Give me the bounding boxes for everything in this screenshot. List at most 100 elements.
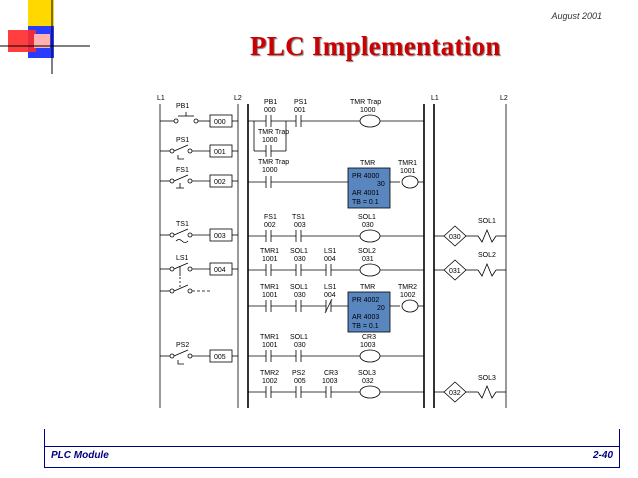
r7-coil-name: SOL3 (358, 370, 376, 377)
input-label-pb1: PB1 (176, 103, 189, 110)
r5-c3-addr: 004 (324, 292, 336, 299)
r5-pr: PR 4002 (352, 297, 379, 304)
slide-title: PLC Implementation (250, 31, 501, 61)
r7-c2-addr: 005 (294, 378, 306, 385)
input-addr-003: 003 (214, 233, 226, 240)
r2-c1-addr: 1000 (262, 167, 278, 174)
timer-box-2 (347, 291, 391, 333)
r7-c3-name: CR3 (324, 370, 338, 377)
r2-c1-name: TMR Trap (258, 159, 289, 166)
r5-coil-addr: 1002 (400, 292, 416, 299)
output-addr-031: 031 (449, 268, 461, 275)
input-addr-005: 005 (214, 354, 226, 361)
r2-coil-name: TMR1 (398, 160, 417, 167)
r2-tb: TB = 0.1 (352, 199, 379, 206)
rail-label-out-l2: L2 (500, 95, 508, 102)
r4-c3-name: LS1 (324, 248, 337, 255)
r4-coil-addr: 031 (362, 256, 374, 263)
r1-coil-addr: 1000 (360, 107, 376, 114)
r3-coil-name: SOL1 (358, 214, 376, 221)
r5-ar: AR 4003 (352, 314, 379, 321)
footer-right-tick (619, 429, 620, 447)
input-addr-002: 002 (214, 179, 226, 186)
r3-coil-addr: 030 (362, 222, 374, 229)
coil-tmr-trap (359, 114, 381, 128)
r1-c2-name: PS1 (294, 99, 307, 106)
input-label-ts1: TS1 (176, 221, 189, 228)
input-label-fs1: FS1 (176, 167, 189, 174)
input-label-ls1: LS1 (176, 255, 189, 262)
input-addr-004: 004 (214, 267, 226, 274)
r6-c2-addr: 030 (294, 342, 306, 349)
r4-c1-name: TMR1 (260, 248, 279, 255)
r5-coil-name: TMR2 (398, 284, 417, 291)
logo-pink-square (34, 34, 50, 48)
input-label-ps2: PS2 (176, 342, 189, 349)
output-addr-030: 030 (449, 234, 461, 241)
r4-c3-addr: 004 (324, 256, 336, 263)
r6-coil-addr: 1003 (360, 342, 376, 349)
r2-box-name: TMR (360, 160, 375, 167)
r2-ar: AR 4001 (352, 190, 379, 197)
r3-c2-addr: 003 (294, 222, 306, 229)
r5-c1-addr: 1001 (262, 292, 278, 299)
r4-c2-addr: 030 (294, 256, 306, 263)
footer-module: PLC Module (51, 450, 109, 461)
r5-c3-name: LS1 (324, 284, 337, 291)
footer-page-number: 2-40 (592, 450, 613, 461)
coil-sol1 (359, 229, 381, 243)
input-addr-001: 001 (214, 149, 226, 156)
r1-c1-name: PB1 (264, 99, 277, 106)
r4-c2-name: SOL1 (290, 248, 308, 255)
r3-c1-name: FS1 (264, 214, 277, 221)
r3-c2-name: TS1 (292, 214, 305, 221)
r6-c2-name: SOL1 (290, 334, 308, 341)
r4-c1-addr: 1001 (262, 256, 278, 263)
input-label-ps1: PS1 (176, 137, 189, 144)
r6-c1-name: TMR1 (260, 334, 279, 341)
coil-tmr2 (401, 299, 419, 313)
coil-sol3 (359, 385, 381, 399)
r3-c1-addr: 002 (264, 222, 276, 229)
output-label-sol3: SOL3 (478, 375, 496, 382)
footer-bar: PLC Module 2-40 (44, 429, 620, 468)
r2-pr-val: 30 (377, 181, 385, 188)
r2-pr: PR 4000 (352, 173, 379, 180)
logo-graphic (0, 0, 90, 74)
coil-tmr1 (401, 175, 419, 189)
r5-pr-val: 20 (377, 305, 385, 312)
r7-coil-addr: 032 (362, 378, 374, 385)
r7-c1-name: TMR2 (260, 370, 279, 377)
r6-c1-addr: 1001 (262, 342, 278, 349)
coil-cr3 (359, 349, 381, 363)
r5-c2-addr: 030 (294, 292, 306, 299)
input-addr-000: 000 (214, 119, 226, 126)
output-addr-032: 032 (449, 390, 461, 397)
r1-c2-addr: 001 (294, 107, 306, 114)
coil-sol2 (359, 263, 381, 277)
r7-c1-addr: 1002 (262, 378, 278, 385)
r6-coil-name: CR3 (362, 334, 376, 341)
rail-label-in-l1: L1 (157, 95, 165, 102)
r1-c1-addr: 000 (264, 107, 276, 114)
r5-box-name: TMR (360, 284, 375, 291)
r1-branch-name: TMR Trap (258, 129, 289, 136)
rail-label-in-l2: L2 (234, 95, 242, 102)
r7-c3-addr: 1003 (322, 378, 338, 385)
slide-date: August 2001 (551, 11, 602, 21)
output-label-sol1: SOL1 (478, 218, 496, 225)
rail-label-out-l1: L1 (431, 95, 439, 102)
r5-c2-name: SOL1 (290, 284, 308, 291)
r1-branch-addr: 1000 (262, 137, 278, 144)
output-label-sol2: SOL2 (478, 252, 496, 259)
timer-box-1 (347, 167, 391, 209)
r7-c2-name: PS2 (292, 370, 305, 377)
logo-yellow-square (28, 0, 54, 26)
footer-left-tick (44, 429, 45, 447)
r5-c1-name: TMR1 (260, 284, 279, 291)
r1-coil-name: TMR Trap (350, 99, 381, 106)
r2-coil-addr: 1001 (400, 168, 416, 175)
r4-coil-name: SOL2 (358, 248, 376, 255)
r5-tb: TB = 0.1 (352, 323, 379, 330)
